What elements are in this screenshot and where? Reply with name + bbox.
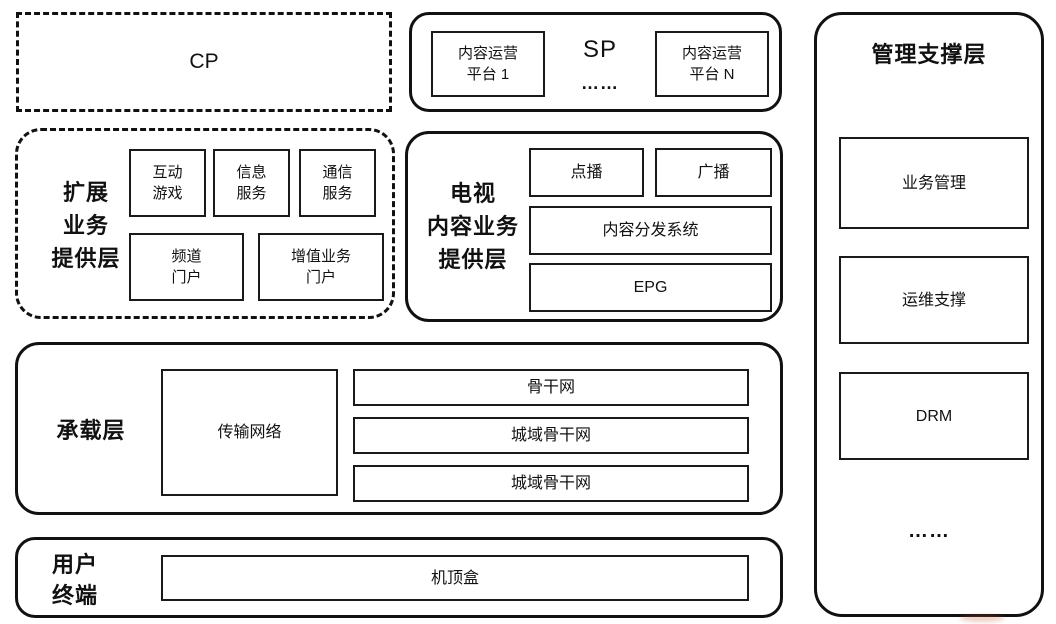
tv-content-layer-panel: 电视 内容业务 提供层 点播 广播 内容分发系统 EPG xyxy=(405,131,783,322)
user-terminal-panel: 用户 终端 机顶盒 xyxy=(15,537,783,618)
extended-business-layer-label: 扩展 业务 提供层 xyxy=(51,179,121,271)
management-support-panel: 管理支撑层 业务管理 运维支撑 DRM …… xyxy=(814,12,1044,617)
interactive-games-box: 互动 游戏 xyxy=(129,149,206,217)
drm-box: DRM xyxy=(839,372,1029,460)
business-management-box: 业务管理 xyxy=(839,137,1029,229)
operations-support-box: 运维支撑 xyxy=(839,256,1029,344)
content-platform-n-box: 内容运营 平台 N xyxy=(655,31,769,97)
sp-title: SP xyxy=(582,35,617,63)
backbone-network-box: 骨干网 xyxy=(353,369,749,406)
set-top-box: 机顶盒 xyxy=(161,555,749,601)
sp-ellipsis: …… xyxy=(581,73,619,93)
metro-backbone-network-box-2: 城域骨干网 xyxy=(353,465,749,502)
management-ellipsis: …… xyxy=(908,520,950,542)
epg-box: EPG xyxy=(529,263,772,312)
broadcast-box: 广播 xyxy=(655,148,772,197)
bearer-layer-label: 承载层 xyxy=(56,417,126,443)
user-terminal-label: 用户 终端 xyxy=(51,552,98,608)
content-distribution-box: 内容分发系统 xyxy=(529,206,772,255)
vod-box: 点播 xyxy=(529,148,644,197)
bearer-layer-panel: 承载层 传输网络 骨干网 城域骨干网 城域骨干网 xyxy=(15,342,783,515)
channel-portal-box: 频道 门户 xyxy=(129,233,244,301)
cp-label: CP xyxy=(189,50,219,73)
content-platform-1-box: 内容运营 平台 1 xyxy=(431,31,545,97)
information-service-box: 信息 服务 xyxy=(213,149,290,217)
sp-panel: 内容运营 平台 1 SP …… 内容运营 平台 N xyxy=(409,12,782,112)
extended-business-layer-panel: 扩展 业务 提供层 互动 游戏 信息 服务 通信 服务 频道 门户 增值业务 门… xyxy=(15,128,395,319)
tv-content-layer-label: 电视 内容业务 提供层 xyxy=(426,180,519,272)
value-added-portal-box: 增值业务 门户 xyxy=(258,233,384,301)
communication-service-box: 通信 服务 xyxy=(299,149,376,217)
cp-panel: CP xyxy=(16,12,392,112)
management-support-title: 管理支撑层 xyxy=(871,41,987,67)
watermark-smudge xyxy=(960,615,1004,622)
transport-network-box: 传输网络 xyxy=(161,369,338,496)
metro-backbone-network-box-1: 城域骨干网 xyxy=(353,417,749,454)
